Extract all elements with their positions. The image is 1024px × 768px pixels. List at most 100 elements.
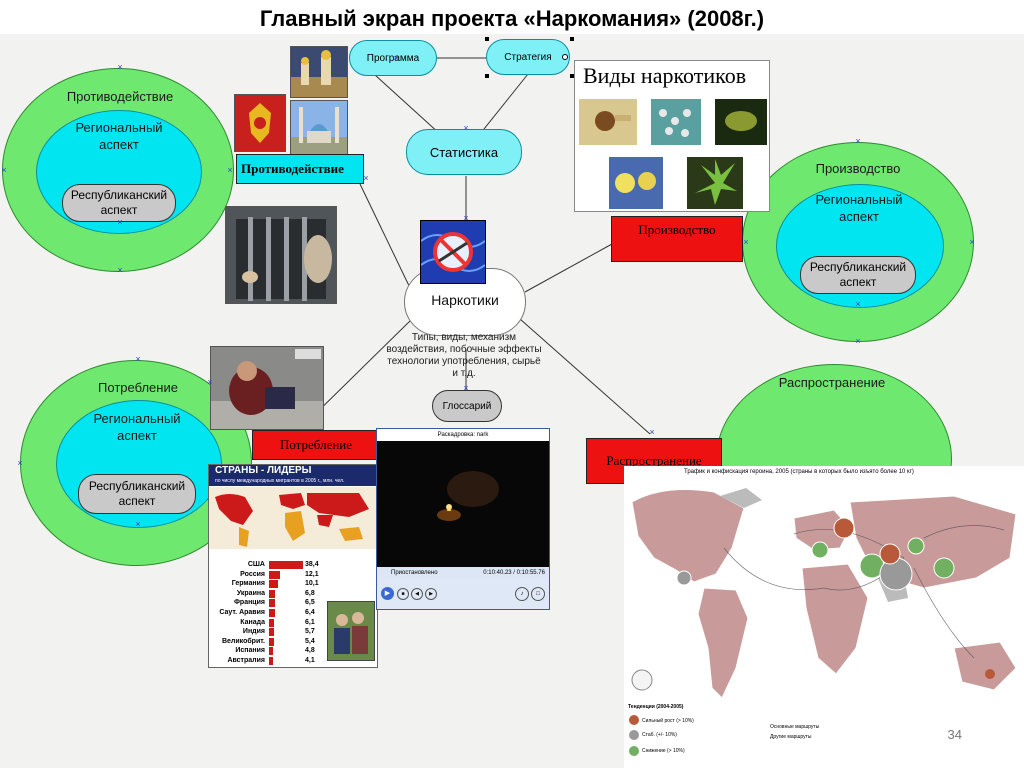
connector-strategy-statistics	[479, 73, 529, 135]
no-drugs-icon	[420, 220, 486, 284]
leaders-country: Саут. Аравия	[219, 609, 265, 616]
leaders-value: 4,1	[305, 657, 315, 664]
x-marker: ×	[649, 427, 655, 437]
heroin-traffic-map[interactable]: Трафик и конфискация героина, 2005 (стра…	[624, 466, 1024, 768]
leaders-country: Россия	[240, 570, 265, 578]
counteraction-label[interactable]: Противодействие	[236, 154, 364, 184]
consumption-republican-pill[interactable]: Республиканский аспект	[78, 474, 196, 514]
leaders-value: 10,1	[305, 580, 319, 588]
leaders-bar	[269, 570, 280, 579]
play-button[interactable]: ▶	[381, 587, 394, 600]
x-marker: ×	[855, 136, 861, 146]
x-marker: ×	[207, 377, 213, 387]
x-marker: ×	[463, 123, 469, 133]
leaders-card[interactable]: СТРАНЫ - ЛИДЕРЫ по числу международных м…	[208, 464, 378, 668]
connector-drugs-counteraction	[359, 183, 413, 293]
world-map	[624, 478, 1024, 768]
leaders-country: Германия	[231, 580, 265, 588]
leaders-table-row: Россия 12,1	[213, 569, 375, 580]
kremlin-image	[290, 46, 348, 98]
connector-lines	[299, 57, 651, 435]
video-player[interactable]: Раскадровка: nark Приостановлено 0:10:40…	[376, 428, 550, 610]
x-marker: ×	[363, 173, 369, 183]
leaders-country: Австралия	[227, 657, 265, 664]
production-regional-label: Региональный аспект	[815, 192, 903, 224]
glossary-node[interactable]: Глоссарий	[432, 390, 502, 422]
x-marker: ×	[117, 62, 123, 72]
statistics-node[interactable]: Статистика	[406, 129, 522, 175]
program-node[interactable]: Программа	[349, 40, 437, 76]
leaders-value: 6,8	[305, 589, 315, 597]
leaders-value: 6,5	[305, 599, 315, 607]
consumption-outer-label: Потребление	[98, 380, 178, 395]
x-marker: ×	[855, 336, 861, 346]
distribution-outer-label: Распространение	[778, 375, 886, 390]
video-statusbar: Приостановлено 0:10:40.23 / 0:10:55.76	[377, 567, 549, 579]
video-time-text: 0:10:40.23 / 0:10:55.76	[483, 570, 545, 576]
leaders-value: 38,4	[305, 561, 319, 568]
stop-button[interactable]: ■	[397, 588, 409, 600]
addict-photo	[210, 346, 324, 430]
leaders-bar	[269, 589, 276, 598]
leaders-bar	[269, 657, 273, 665]
x-marker: ×	[463, 383, 469, 393]
x-marker: ×	[969, 237, 975, 247]
connector-drugs-distribution	[519, 318, 651, 435]
leaders-bar	[269, 609, 275, 617]
leaders-table-row: Австралия 4,1	[213, 655, 375, 666]
students-photo	[327, 601, 375, 661]
fullscreen-icon[interactable]: □	[531, 587, 545, 601]
volume-icon[interactable]: ♪	[515, 587, 529, 601]
leaders-table-row: Франция 6,5	[213, 597, 375, 608]
drug-types-card[interactable]: Виды наркотиков	[574, 60, 770, 212]
leaders-bar	[269, 618, 275, 627]
next-button[interactable]: ▶	[425, 588, 437, 600]
x-marker: ×	[17, 458, 23, 468]
drug-types-title: Виды наркотиков	[583, 63, 747, 88]
prev-button[interactable]: ◀	[411, 588, 423, 600]
x-marker: ×	[463, 213, 469, 223]
selection-handles	[485, 37, 574, 78]
heroin-map-title: Трафик и конфискация героина, 2005 (стра…	[684, 469, 914, 475]
mosque-image	[290, 100, 348, 156]
video-player-titlebar: Раскадровка: nark	[377, 429, 549, 441]
drugs-center-title: Наркотики	[431, 292, 499, 308]
x-marker: ×	[117, 265, 123, 275]
leaders-country: Украина	[236, 589, 265, 597]
leaders-country: Франция	[233, 599, 265, 607]
consumption-label[interactable]: Потребление	[252, 430, 380, 460]
leaders-bar	[269, 580, 279, 589]
x-marker: ×	[855, 299, 861, 309]
counteraction-regional-label: Региональный аспект	[75, 120, 163, 152]
counteraction-outer-label: Противодействие	[66, 89, 174, 104]
strategy-node[interactable]: Стратегия	[486, 39, 570, 75]
connector-drugs-production	[524, 243, 613, 293]
leaders-bar	[269, 647, 274, 656]
leaders-title: СТРАНЫ - ЛИДЕРЫ	[209, 465, 377, 477]
x-marker: ×	[117, 217, 123, 227]
video-status-text: Приостановлено	[391, 570, 438, 576]
production-republican-pill[interactable]: Республиканский аспект	[800, 256, 916, 294]
leaders-table-row: Украина 6,8	[213, 588, 375, 599]
leaders-subtitle: по числу международных мигрантов в 2005 …	[209, 477, 377, 486]
leaders-country: Индия	[242, 628, 265, 636]
x-marker: ×	[393, 53, 399, 63]
heroin-map-legend-item-1: Сильный рост (> 10%)	[642, 718, 694, 724]
slide-title: Главный экран проекта «Наркомания» (2008…	[259, 6, 765, 31]
production-label[interactable]: Производство	[611, 216, 743, 262]
heroin-map-legend-item-2: Стаб. (+/- 10%)	[642, 732, 677, 738]
production-outer-label: Производство	[815, 161, 901, 176]
leaders-value: 12,1	[305, 570, 319, 578]
x-marker: ×	[743, 237, 749, 247]
prison-bars-image	[225, 206, 337, 304]
heroin-map-trends-legend: Тенденции (2004-2005)	[628, 704, 684, 710]
video-controls: ▶ ■ ◀ ▶ ♪ □	[377, 579, 549, 609]
heroin-map-legend-item-3: Снижение (> 10%)	[642, 748, 685, 754]
leaders-bar	[269, 628, 275, 637]
counteraction-republican-pill[interactable]: Республиканский аспект	[62, 184, 176, 222]
